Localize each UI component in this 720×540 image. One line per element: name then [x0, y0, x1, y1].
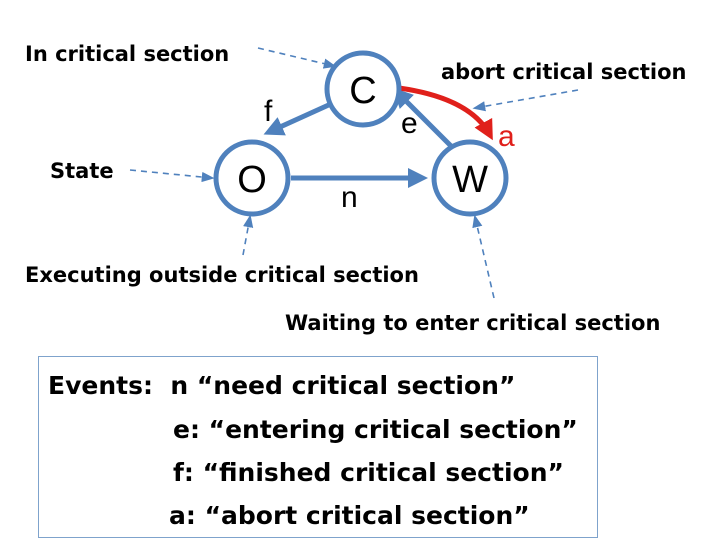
callout-abort-line [472, 89, 579, 112]
callout-state-line [129, 169, 215, 183]
edge-a-arrow [398, 85, 493, 141]
callout-w-line [472, 214, 495, 299]
state-o-letter: O [237, 159, 267, 201]
annotation-abort-critical-section: abort critical section [441, 60, 687, 84]
callout-o-line [242, 214, 254, 256]
state-c: C [324, 50, 402, 128]
state-c-letter: C [349, 70, 376, 112]
callout-c-line [257, 47, 337, 69]
events-legend: Events: n “need critical section” e: “en… [38, 356, 598, 538]
edge-f-label: f [264, 95, 273, 128]
state-o: O [213, 139, 291, 217]
edge-a-label: a [498, 120, 515, 153]
legend-line-f: f: “finished critical section” [173, 458, 564, 487]
annotation-waiting-to-enter: Waiting to enter critical section [285, 311, 660, 335]
edge-e-label: e [401, 107, 418, 140]
legend-line-e: e: “entering critical section” [173, 415, 578, 444]
annotation-state: State [50, 159, 114, 183]
state-w: W [431, 139, 509, 217]
legend-line-n: Events: n “need critical section” [48, 371, 516, 400]
edge-f-arrow [263, 100, 335, 136]
state-w-letter: W [452, 159, 488, 201]
annotation-executing-outside: Executing outside critical section [25, 263, 419, 287]
annotation-in-critical-section: In critical section [25, 42, 229, 66]
edge-e-arrow [392, 87, 457, 152]
edge-n-label: n [341, 181, 358, 214]
legend-line-a: a: “abort critical section” [169, 501, 530, 530]
